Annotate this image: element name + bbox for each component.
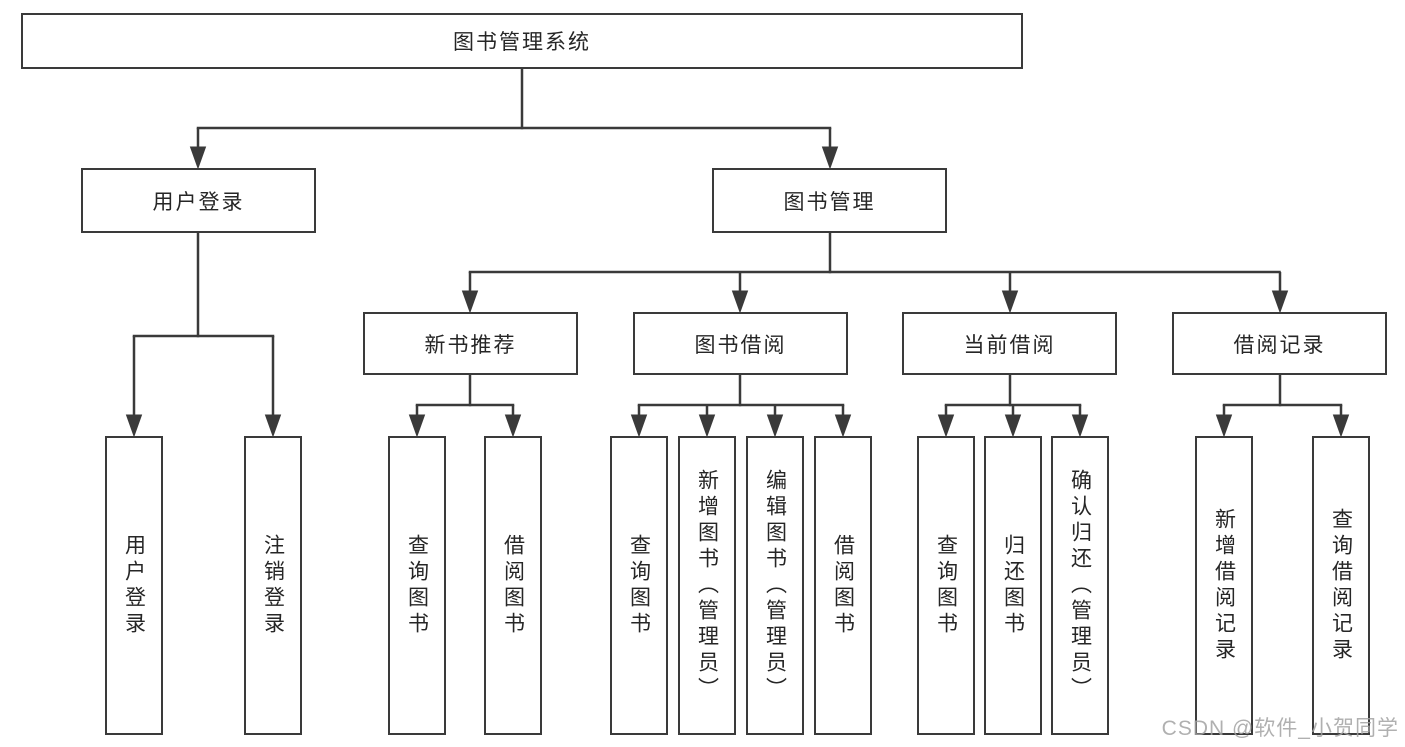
leaf-add-borrow-record: 新增借阅记录 — [1195, 436, 1253, 735]
node-label: 注销登录 — [261, 533, 285, 638]
node-label: 图书管理系统 — [453, 31, 591, 54]
leaf-add-books-admin: 新增图书（管理员） — [678, 436, 736, 735]
node-current-borrowing: 当前借阅 — [902, 312, 1117, 375]
node-label: 用户登录 — [122, 533, 146, 638]
node-label: 图书借阅 — [694, 333, 787, 357]
node-label: 新增图书（管理员） — [695, 468, 719, 703]
node-book-borrowing: 图书借阅 — [633, 312, 848, 375]
node-label: 编辑图书（管理员） — [763, 468, 787, 703]
node-borrowing-records: 借阅记录 — [1172, 312, 1387, 375]
node-label: 确认归还（管理员） — [1068, 468, 1092, 703]
leaf-borrow-books-recommend: 借阅图书 — [484, 436, 542, 735]
leaf-query-books-recommend: 查询图书 — [388, 436, 446, 735]
node-label: 借阅图书 — [501, 533, 525, 638]
leaf-logout: 注销登录 — [244, 436, 302, 735]
leaf-query-borrow-record: 查询借阅记录 — [1312, 436, 1370, 735]
node-label: 图书管理 — [783, 190, 876, 214]
leaf-edit-books-admin: 编辑图书（管理员） — [746, 436, 804, 735]
leaf-return-books: 归还图书 — [984, 436, 1042, 735]
node-label: 新书推荐 — [424, 333, 517, 357]
node-label: 查询图书 — [627, 533, 651, 638]
node-book-management: 图书管理 — [712, 168, 947, 233]
node-library-management-system: 图书管理系统 — [21, 13, 1023, 69]
node-new-book-recommend: 新书推荐 — [363, 312, 578, 375]
node-label: 当前借阅 — [963, 333, 1056, 357]
csdn-watermark: CSDN @软件_小贺同学 — [1161, 717, 1399, 740]
node-label: 新增借阅记录 — [1212, 507, 1236, 664]
node-label: 用户登录 — [152, 190, 245, 214]
leaf-query-books-borrowing: 查询图书 — [610, 436, 668, 735]
node-user-login-group: 用户登录 — [81, 168, 316, 233]
node-label: 借阅图书 — [831, 533, 855, 638]
node-label: 查询借阅记录 — [1329, 507, 1353, 664]
leaf-confirm-return-admin: 确认归还（管理员） — [1051, 436, 1109, 735]
node-label: 查询图书 — [934, 533, 958, 638]
leaf-user-login: 用户登录 — [105, 436, 163, 735]
node-label: 归还图书 — [1001, 533, 1025, 638]
node-label: 查询图书 — [405, 533, 429, 638]
leaf-query-books-current: 查询图书 — [917, 436, 975, 735]
leaf-borrow-books-borrowing: 借阅图书 — [814, 436, 872, 735]
node-label: 借阅记录 — [1233, 333, 1326, 357]
